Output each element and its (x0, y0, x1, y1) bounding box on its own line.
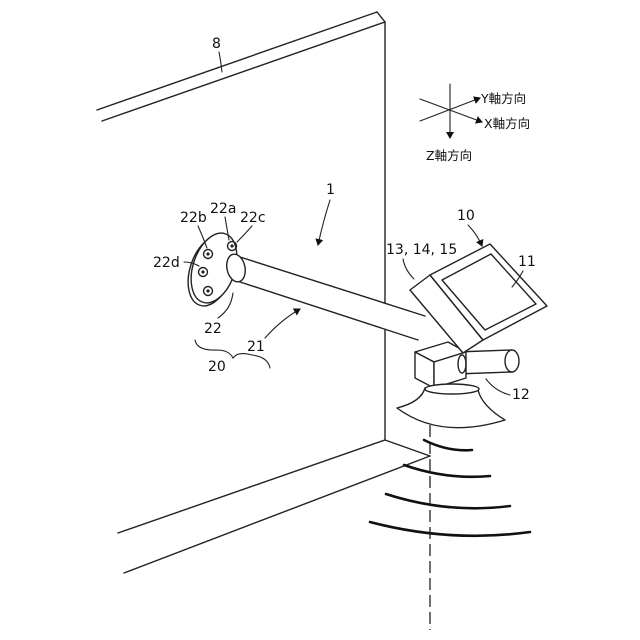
ref-10-label: 10 (457, 208, 475, 224)
ref-22a-label: 22a (210, 201, 236, 217)
sensor-dish (397, 384, 505, 428)
leader-1 (318, 200, 330, 245)
ref-1-label: 1 (326, 182, 335, 198)
z-axis-label: Z軸方向 (426, 148, 472, 163)
wall-panel (97, 12, 430, 573)
wave-1 (424, 440, 472, 450)
wave-3 (386, 494, 510, 508)
pole-body (237, 257, 425, 340)
axes-symbol: Y軸方向 X軸方向 Z軸方向 (420, 84, 530, 163)
ledge-upper-edge (118, 440, 385, 533)
ultrasonic-waves (370, 425, 530, 630)
ref-8-label: 8 (212, 36, 221, 52)
leader-21 (265, 309, 300, 338)
ref-11-label: 11 (518, 254, 536, 270)
x-axis-arrow (420, 99, 482, 122)
wave-2 (404, 465, 490, 477)
pole (237, 257, 425, 340)
ref-22-label: 22 (204, 321, 222, 337)
ledge-corner-edge (385, 440, 430, 456)
y-axis-label: Y軸方向 (480, 91, 526, 106)
wall-top-corner (377, 12, 385, 22)
ref-13-14-15-label: 13, 14, 15 (386, 242, 457, 258)
ref-20-label: 20 (208, 359, 226, 375)
leader-22c (237, 226, 252, 242)
reference-numerals: 8 1 10 13, 14, 15 11 22a 22b 22c 22d 22 … (153, 36, 536, 403)
ref-22c-label: 22c (240, 210, 266, 226)
leader-13-14-15 (403, 259, 414, 279)
ref-21-label: 21 (247, 339, 265, 355)
ref-22b-label: 22b (180, 210, 207, 226)
dish-top (425, 384, 479, 394)
ref-12-label: 12 (512, 387, 530, 403)
rod-end (505, 350, 519, 372)
wall-top-edge-inner (102, 22, 385, 121)
wave-4 (370, 522, 530, 536)
leader-12 (486, 379, 510, 395)
leader-8 (219, 52, 222, 72)
flange (180, 227, 248, 311)
leader-10 (468, 225, 482, 246)
wall-top-edge-outer (97, 12, 377, 110)
x-axis-label: X軸方向 (484, 116, 530, 131)
ref-22d-label: 22d (153, 255, 180, 271)
